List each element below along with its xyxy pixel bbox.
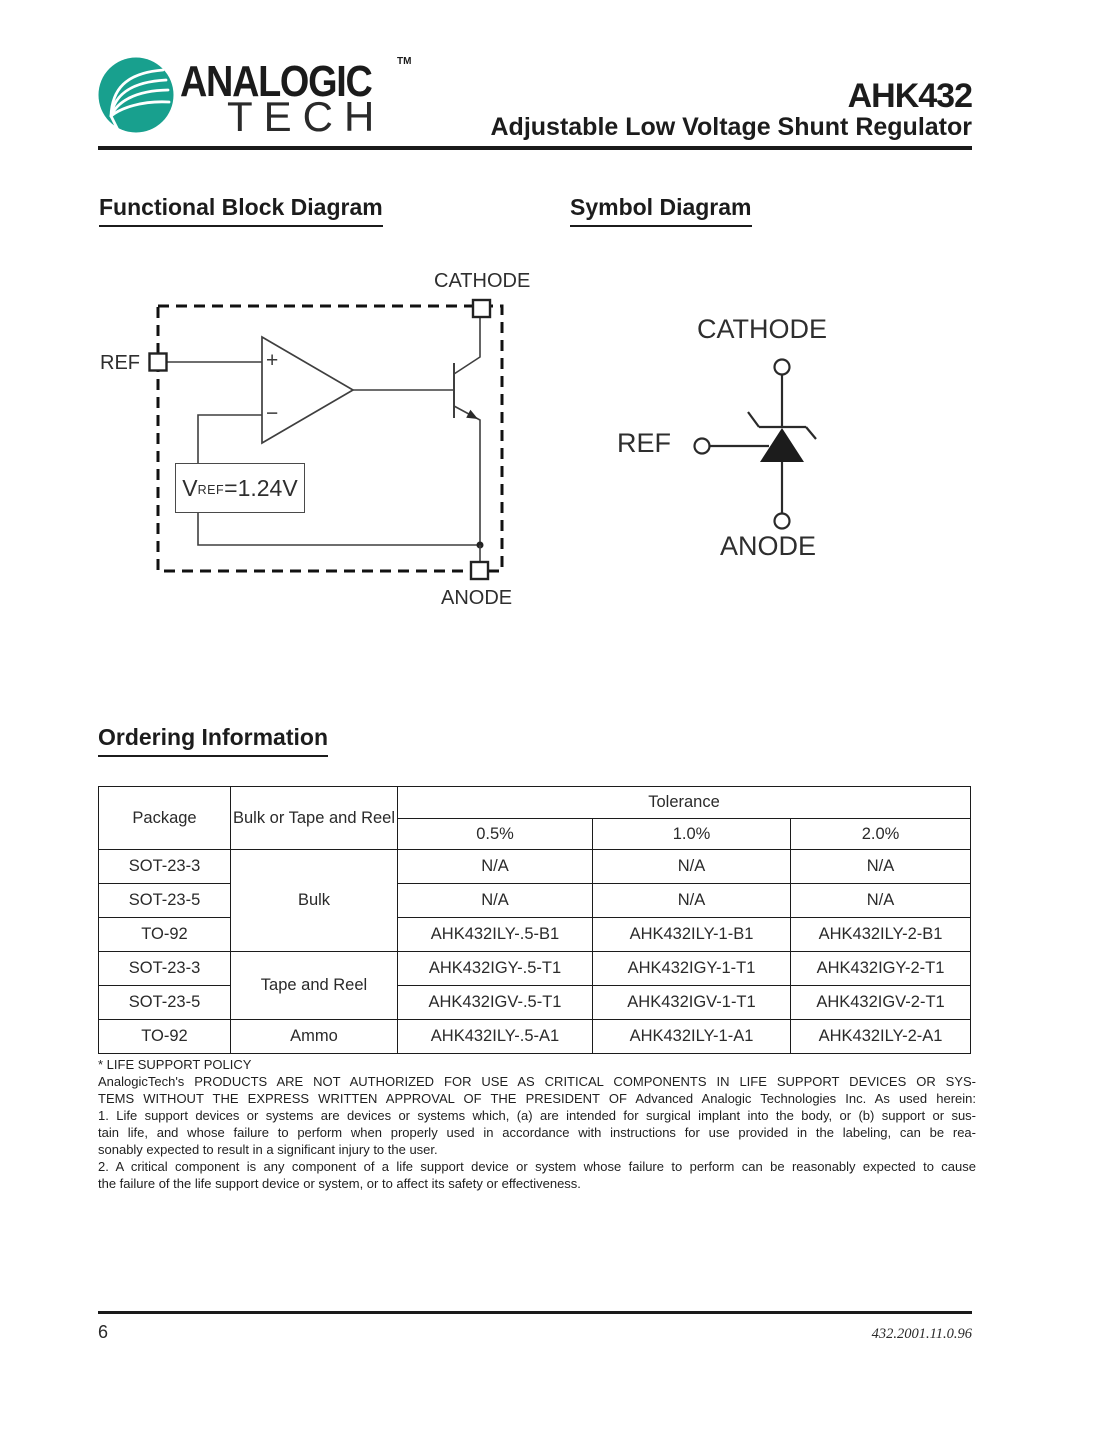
policy-line: TEMS WITHOUT THE EXPRESS WRITTEN APPROVA… xyxy=(98,1091,976,1106)
table-row: TO-92 Ammo AHK432ILY-.5-A1 AHK432ILY-1-A… xyxy=(98,1019,972,1054)
symbol-ref-label: REF xyxy=(617,428,671,458)
part-cell: N/A xyxy=(789,849,972,884)
part-cell: N/A xyxy=(397,849,593,884)
part-cell: N/A xyxy=(397,883,593,918)
symbol-cathode-label: CATHODE xyxy=(697,314,828,344)
part-cell: AHK432ILY-2-A1 xyxy=(789,1019,972,1054)
policy-line: the failure of the life support device o… xyxy=(98,1176,581,1191)
package-cell: SOT-23-5 xyxy=(98,883,231,918)
package-cell: SOT-23-3 xyxy=(98,849,231,884)
cathode-pin-label: CATHODE xyxy=(434,270,531,292)
zener-bar-left-tick xyxy=(747,411,760,428)
part-cell: AHK432IGY-2-T1 xyxy=(789,951,972,986)
vref-subscript: REF xyxy=(197,482,225,497)
part-cell: AHK432IGV-2-T1 xyxy=(789,985,972,1020)
package-cell: SOT-23-3 xyxy=(98,951,231,986)
brand-name-bottom: TECH xyxy=(227,93,386,140)
cathode-pin-square xyxy=(471,298,492,319)
policy-line: tain life, and whose failure to perform … xyxy=(98,1125,976,1140)
part-cell: AHK432ILY-.5-B1 xyxy=(397,917,593,952)
method-cell-ammo: Ammo xyxy=(230,1019,398,1054)
table-row: TO-92 AHK432ILY-.5-B1 AHK432ILY-1-B1 AHK… xyxy=(98,917,972,952)
part-cell: N/A xyxy=(592,883,791,918)
col-header-package: Package xyxy=(98,786,231,850)
opamp-minus-label: − xyxy=(266,402,279,425)
life-support-policy: * LIFE SUPPORT POLICY AnalogicTech's PRO… xyxy=(98,1056,976,1192)
transistor-emitter xyxy=(453,405,481,545)
policy-line: 2. A critical component is any component… xyxy=(98,1159,976,1174)
table-header-row-1: Package Bulk or Tape and Reel Tolerance xyxy=(98,786,972,850)
tolerance-col-05: 0.5% xyxy=(397,818,593,850)
part-cell: AHK432ILY-1-B1 xyxy=(592,917,791,952)
transistor-collector xyxy=(453,317,481,375)
symbol-circuit-svg xyxy=(693,358,817,530)
vref-symbol: V xyxy=(182,474,198,501)
company-logo-icon xyxy=(98,57,174,134)
policy-line: 1. Life support devices or systems are d… xyxy=(98,1108,976,1123)
ic-boundary xyxy=(156,304,504,573)
footer-rule xyxy=(98,1311,972,1314)
method-cell-bulk: Bulk xyxy=(230,849,398,952)
table-row: SOT-23-5 N/A N/A N/A xyxy=(98,883,972,918)
table-header-row-2: 0.5% 1.0% 2.0% xyxy=(99,818,972,850)
part-cell: AHK432ILY-.5-A1 xyxy=(397,1019,593,1054)
trademark-symbol: TM xyxy=(397,56,412,67)
part-cell: N/A xyxy=(592,849,791,884)
tolerance-col-10: 1.0% xyxy=(592,818,791,850)
part-cell: AHK432ILY-2-B1 xyxy=(789,917,972,952)
feedback-wire-lower xyxy=(197,511,480,546)
functional-circuit-svg xyxy=(148,298,504,581)
vref-value: =1.24V xyxy=(224,474,298,501)
opamp-triangle xyxy=(261,335,355,445)
page-title: Adjustable Low Voltage Shunt Regulator xyxy=(490,113,973,141)
table-row: SOT-23-3 Tape and Reel AHK432IGY-.5-T1 A… xyxy=(98,951,972,1020)
anode-pin-square xyxy=(469,560,490,581)
part-cell: AHK432ILY-1-A1 xyxy=(592,1019,791,1054)
tolerance-col-20: 2.0% xyxy=(789,818,972,850)
header-rule xyxy=(98,146,972,150)
feedback-wire-upper xyxy=(197,414,262,463)
emitter-arrow-icon xyxy=(466,409,478,419)
ref-pin-square xyxy=(148,352,168,372)
part-cell: AHK432IGV-1-T1 xyxy=(592,985,791,1020)
part-cell: AHK432IGV-.5-T1 xyxy=(397,985,593,1020)
policy-line: AnalogicTech's PRODUCTS ARE NOT AUTHORIZ… xyxy=(98,1074,976,1089)
symbol-diagram: CATHODE REF ANODE xyxy=(560,300,900,570)
ref-pin-label: REF xyxy=(100,352,140,374)
section-heading-symbol: Symbol Diagram xyxy=(570,194,752,227)
zener-bar-right-tick xyxy=(805,426,817,440)
package-cell: TO-92 xyxy=(98,917,231,952)
doc-revision-code: 432.2001.11.0.96 xyxy=(871,1326,972,1342)
anode-pin-label: ANODE xyxy=(441,587,513,609)
section-heading-functional: Functional Block Diagram xyxy=(99,194,383,227)
col-header-tolerance: Tolerance xyxy=(396,786,972,819)
diode-triangle xyxy=(760,428,804,462)
cathode-terminal-circle xyxy=(773,358,791,376)
table-row: SOT-23-3 Bulk N/A N/A N/A xyxy=(98,849,972,952)
page-number: 6 xyxy=(98,1322,109,1342)
part-cell: AHK432IGY-.5-T1 xyxy=(397,951,593,986)
table-row: SOT-23-5 AHK432IGV-.5-T1 AHK432IGV-1-T1 … xyxy=(98,985,972,1020)
symbol-anode-label: ANODE xyxy=(720,531,817,561)
ordering-heading: Ordering Information xyxy=(98,724,328,757)
opamp-plus-label: + xyxy=(266,349,279,372)
anode-terminal-circle xyxy=(773,512,791,530)
policy-line: * LIFE SUPPORT POLICY xyxy=(98,1057,252,1072)
ref-terminal-circle xyxy=(693,437,711,455)
policy-line: sonably expected to result in a signific… xyxy=(98,1142,438,1157)
brand-name-top: ANALOGIC xyxy=(180,57,373,106)
col-header-method: Bulk or Tape and Reel xyxy=(230,786,398,850)
part-cell: N/A xyxy=(789,883,972,918)
package-cell: SOT-23-5 xyxy=(98,985,231,1020)
part-cell: AHK432IGY-1-T1 xyxy=(592,951,791,986)
method-cell-tape-and-reel: Tape and Reel xyxy=(230,951,398,1020)
ordering-table: Package Bulk or Tape and Reel Tolerance … xyxy=(98,786,972,1054)
part-number: AHK432 xyxy=(847,77,973,115)
package-cell: TO-92 xyxy=(98,1019,231,1054)
